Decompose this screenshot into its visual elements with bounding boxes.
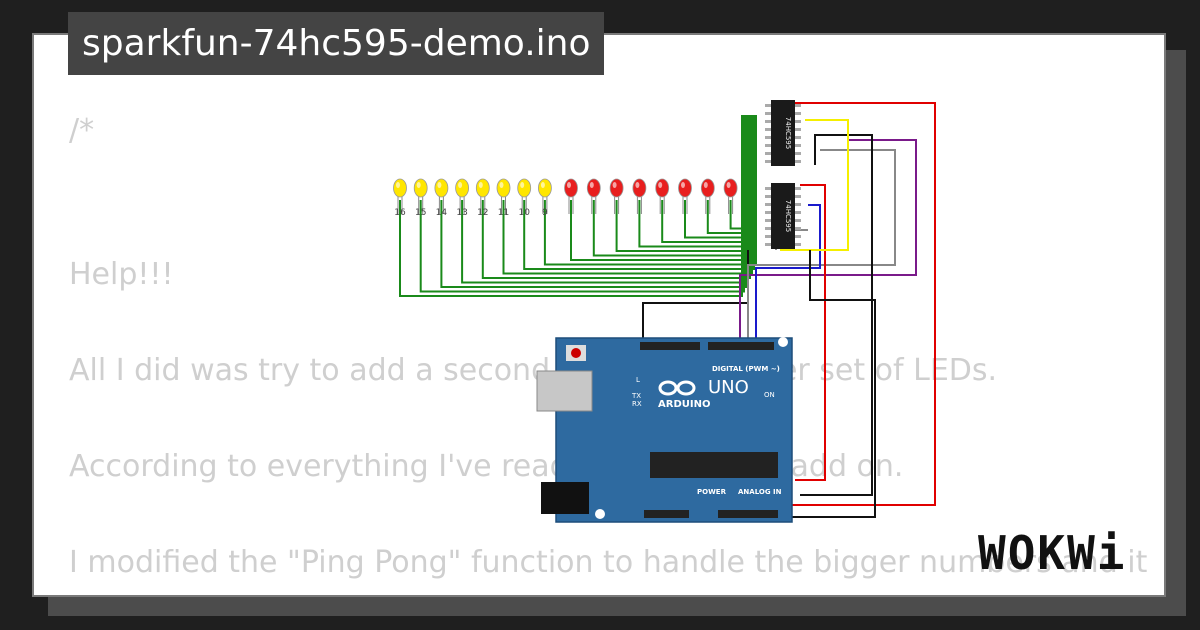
- led-wire: [592, 195, 745, 257]
- power-label: POWER: [697, 488, 727, 496]
- led-label: 16: [394, 208, 406, 218]
- oe-wire: [780, 119, 849, 251]
- led: [475, 178, 490, 198]
- led: [655, 178, 670, 198]
- led-wire: [684, 195, 753, 239]
- led-highlight: [703, 182, 708, 188]
- led: [632, 178, 647, 198]
- led-highlight: [635, 182, 640, 188]
- led-wire: [615, 195, 747, 252]
- code-line: Help!!!: [69, 257, 174, 292]
- led-highlight: [499, 182, 504, 188]
- infinity-logo: [676, 380, 696, 396]
- data-wire: [755, 204, 821, 355]
- led-label: 14: [436, 208, 448, 218]
- led-label: 10: [518, 208, 530, 218]
- led: [434, 178, 449, 198]
- led-wire: [523, 115, 755, 270]
- led: [609, 178, 624, 198]
- header-top-right: [708, 342, 774, 350]
- latch-wire: [739, 139, 917, 355]
- header-analog: [718, 510, 778, 518]
- led-wire: [461, 115, 749, 284]
- shift-register-chip: 74HC595: [765, 100, 801, 166]
- led-label: 12: [477, 208, 488, 218]
- usb-port: [536, 370, 593, 412]
- led-highlight: [567, 182, 571, 188]
- led-wire: [729, 195, 757, 230]
- infinity-logo: [658, 380, 678, 396]
- led-highlight: [437, 182, 442, 188]
- led-label: 15: [415, 208, 426, 218]
- led: [564, 178, 578, 198]
- led-wire: [502, 115, 753, 275]
- wokwi-logo: WOKWi: [978, 526, 1127, 580]
- led-highlight: [458, 182, 463, 188]
- code-line: seems to work, but any other LED pattern…: [69, 587, 1164, 595]
- led: [517, 178, 532, 198]
- digital-label: DIGITAL (PWM ~): [712, 365, 780, 373]
- tx-label: TX: [631, 392, 641, 400]
- led-highlight: [726, 182, 731, 188]
- rx-label: RX: [632, 400, 642, 408]
- led: [455, 178, 470, 198]
- code-line: I modified the "Ping Pong" function to h…: [69, 545, 1148, 580]
- led-label: 9: [542, 208, 548, 218]
- led-highlight: [416, 182, 421, 188]
- shift-register-chip: 74HC595: [765, 183, 801, 249]
- preview-card: /*Help!!!All I did was try to add a seco…: [32, 33, 1166, 597]
- led-label: 13: [456, 208, 467, 218]
- power-jack: [541, 482, 589, 514]
- led: [678, 178, 692, 198]
- led: [496, 178, 511, 198]
- atmega-chip: [650, 452, 778, 478]
- header-power: [644, 510, 689, 518]
- code-line: /*: [69, 113, 95, 148]
- led: [723, 178, 738, 198]
- vcc-wire-2: [795, 184, 826, 481]
- led: [413, 178, 428, 198]
- chip-label: 74HC595: [784, 117, 792, 149]
- led-wire: [661, 195, 751, 243]
- board-brand: ARDUINO: [658, 399, 710, 410]
- led-wire: [706, 195, 755, 234]
- led-highlight: [681, 182, 685, 188]
- led-highlight: [520, 182, 525, 188]
- clock-wire: [747, 149, 896, 355]
- led-highlight: [540, 182, 545, 188]
- l-label: L: [636, 376, 640, 384]
- led-highlight: [658, 182, 663, 188]
- led: [700, 178, 715, 198]
- led-highlight: [478, 182, 483, 188]
- led: [538, 178, 552, 198]
- header-top-left: [640, 342, 700, 350]
- led: [586, 178, 601, 198]
- board-name: UNO: [708, 377, 749, 398]
- led-highlight: [589, 182, 594, 188]
- vcc-wire: [785, 102, 936, 506]
- chip-label: 74HC595: [784, 200, 792, 232]
- analog-label: ANALOG IN: [738, 488, 782, 496]
- led-wire: [638, 195, 749, 248]
- led-wire: [543, 115, 757, 266]
- led-highlight: [396, 182, 400, 188]
- on-label: ON: [764, 391, 775, 399]
- led-label: 11: [498, 208, 509, 218]
- gnd-wire-3: [768, 250, 876, 518]
- led-highlight: [612, 182, 617, 188]
- project-title[interactable]: sparkfun-74hc595-demo.ino: [68, 12, 605, 75]
- led: [393, 178, 407, 198]
- gnd-wire-2: [800, 134, 873, 496]
